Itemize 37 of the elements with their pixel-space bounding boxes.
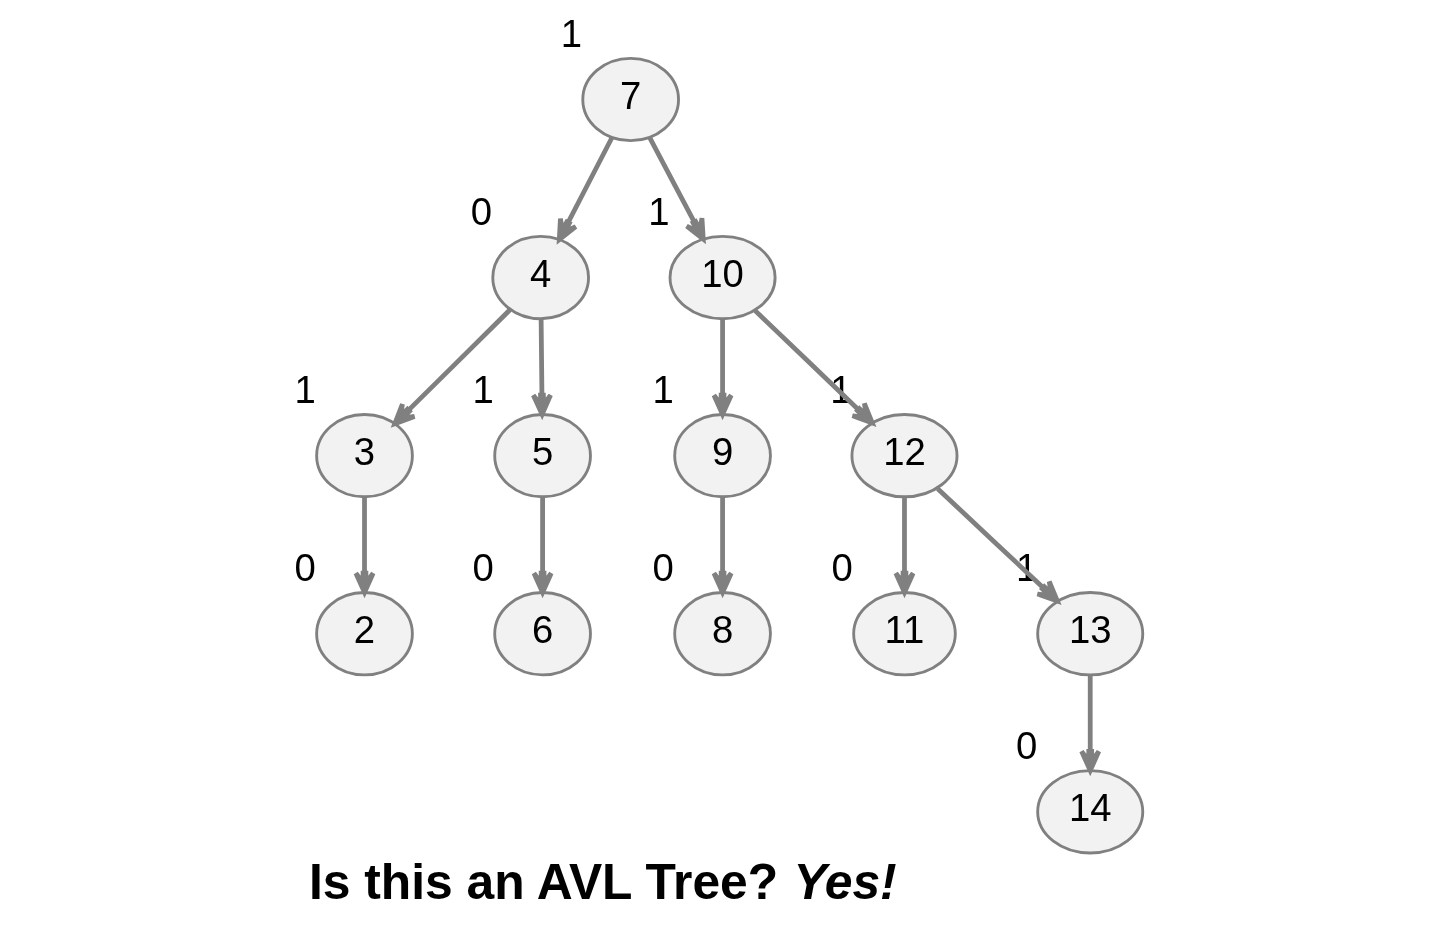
arrow [530,319,553,417]
node-label: 1 [647,189,670,233]
node-ellipse: 4 [490,234,590,321]
node-ellipse: 10 [668,234,777,321]
arrow [892,497,915,595]
node-ellipse: 12 [850,413,958,499]
arrow [711,497,734,595]
node-label: 0 [831,546,853,590]
node-label: 0 [472,546,494,590]
node-label: 0 [652,546,674,590]
node-ellipse: 14 [1035,769,1144,855]
node-label: 1 [560,11,582,55]
arrow [391,308,512,427]
node-label: 0 [470,189,492,233]
node-ellipse: 5 [492,413,592,499]
node-label: 0 [294,546,316,590]
node-label: 1 [472,367,494,411]
node-ellipse: 7 [580,56,680,143]
node-ellipse: 8 [672,591,772,677]
arrow [353,497,375,595]
node-label: 0 [1015,724,1037,768]
node-ellipse: 9 [672,413,772,499]
arrow [647,136,706,242]
arrow [531,497,554,595]
node-ellipse: 6 [492,591,592,677]
node-ellipse: 13 [1035,591,1144,677]
arrow [935,486,1060,604]
node-ellipse: 11 [851,591,957,677]
node-ellipse: 3 [314,413,414,499]
node-label: 1 [294,367,316,411]
arrow [711,319,734,417]
caption: Is this an AVL Tree? Yes! [308,853,897,910]
arrow [1078,675,1101,773]
arrow [752,308,875,426]
node-label: 1 [652,367,674,411]
node-ellipse: 2 [314,591,414,677]
arrow [556,136,614,242]
